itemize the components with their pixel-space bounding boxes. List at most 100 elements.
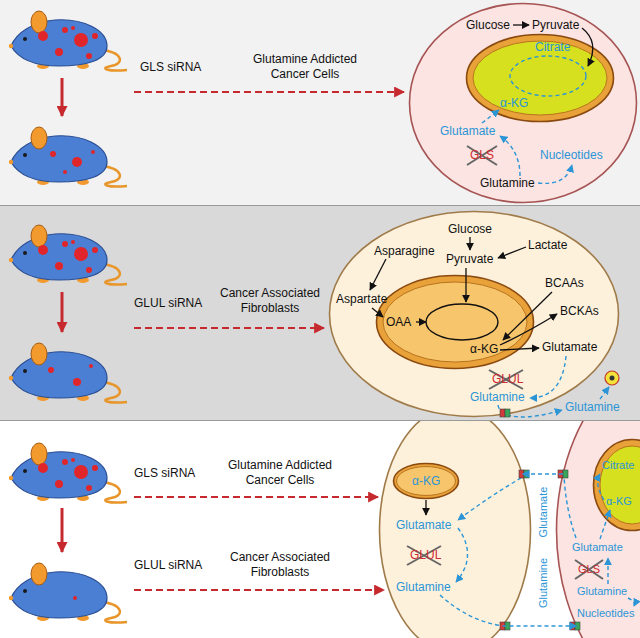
enzyme-label: GLS bbox=[578, 562, 600, 576]
tumor-spot bbox=[86, 53, 92, 59]
glutamine-flux-arrow bbox=[600, 387, 609, 399]
cell-type-label: Glutamine Addicted Cancer Cells bbox=[240, 52, 370, 82]
tumor-spot bbox=[86, 267, 92, 273]
glutamine-flux-arrow bbox=[498, 405, 562, 417]
fibroblast-cell: GlutamateGLULGlutamineα-KG bbox=[378, 420, 532, 638]
metabolite-label: α-KG bbox=[470, 342, 498, 357]
metabolite-label: Glutamine bbox=[577, 584, 627, 598]
enzyme-label: GLS bbox=[470, 148, 494, 163]
treatment-label: GLS siRNA bbox=[140, 60, 201, 75]
transporter bbox=[570, 622, 575, 630]
mitochondrial-matrix bbox=[383, 282, 527, 362]
reaction-arrow bbox=[469, 237, 470, 250]
neighbour-cell-dot bbox=[610, 376, 615, 381]
tumor-spot bbox=[73, 596, 77, 600]
treatment-label: GLUL siRNA bbox=[134, 558, 202, 573]
reaction-arrow bbox=[372, 308, 383, 317]
tumor-spot bbox=[63, 170, 67, 174]
tumor-spot bbox=[71, 26, 75, 30]
metabolite-label: Glutamine bbox=[470, 390, 525, 405]
metabolite-label: Pyruvate bbox=[446, 252, 493, 267]
mitochondrial-matrix bbox=[600, 446, 640, 524]
glutamine-flux-line bbox=[564, 476, 576, 538]
metabolite-label: BCAAs bbox=[545, 276, 584, 291]
glutamine-flux-arrow bbox=[500, 136, 520, 176]
targeting-arrow bbox=[134, 589, 384, 591]
tumor-spot bbox=[62, 27, 68, 33]
tumor-spot bbox=[55, 48, 63, 56]
reaction-arrow bbox=[498, 247, 526, 258]
cancer-cell: GlucosePyruvateGlutamateGLSGlutamineNucl… bbox=[408, 2, 638, 204]
metabolite-label: Nucleotides bbox=[577, 606, 634, 620]
tumor-spot bbox=[74, 247, 88, 261]
metabolite-label: BCKAs bbox=[560, 304, 599, 319]
treatment-label: GLUL siRNA bbox=[134, 296, 202, 311]
metabolite-label: Glutamine bbox=[565, 400, 620, 415]
metabolite-label: Lactate bbox=[528, 238, 567, 253]
treatment-label: GLS siRNA bbox=[134, 466, 195, 481]
panel-divider bbox=[0, 420, 640, 421]
mouse-figure bbox=[9, 225, 127, 285]
edge-label: Glutamine bbox=[536, 558, 550, 608]
glutamine-flux-arrow bbox=[607, 558, 608, 584]
inhibition-cross bbox=[575, 560, 603, 579]
tumor-spot bbox=[38, 463, 48, 473]
mitochondrion: OAA α-KG bbox=[375, 274, 535, 370]
tumor-spot bbox=[55, 480, 63, 488]
inhibition-cross bbox=[489, 370, 523, 389]
panel-divider bbox=[0, 206, 640, 421]
tumor-spot bbox=[62, 241, 68, 247]
panel-band: GLS siRNA Glutamine Addicted Cancer Cells… bbox=[0, 0, 640, 205]
tumor-spot bbox=[74, 33, 88, 47]
neighbour-cell-dot bbox=[605, 371, 619, 385]
cell-type-label: Glutamine Addicted Cancer Cells bbox=[215, 458, 345, 488]
tumor-spot bbox=[91, 150, 95, 154]
mouse-figure bbox=[9, 563, 127, 623]
inhibition-cross bbox=[407, 146, 603, 579]
tca-cycle bbox=[426, 304, 498, 340]
tca-cycle bbox=[426, 56, 586, 340]
reaction-arrow bbox=[416, 321, 426, 322]
transporter bbox=[519, 470, 524, 478]
tumor-spot bbox=[92, 33, 98, 39]
neighbour-cell-dot bbox=[605, 371, 619, 385]
metabolite-label: Glutamine bbox=[396, 580, 451, 595]
reaction-arrow bbox=[513, 24, 529, 25]
reaction-arrow bbox=[500, 314, 557, 345]
treatment-arrow bbox=[61, 78, 64, 116]
reaction-arrow bbox=[503, 292, 552, 340]
glutamine-flux-line bbox=[440, 476, 576, 626]
glutamine-flux-arrow bbox=[598, 474, 604, 500]
tumor-spot bbox=[38, 26, 98, 600]
targeting-arrow bbox=[134, 92, 404, 590]
enzyme-label: GLUL bbox=[410, 548, 441, 563]
tumor-spot bbox=[89, 364, 93, 368]
treatment-arrow bbox=[61, 78, 64, 552]
glutamine-flux-arrow bbox=[538, 165, 572, 183]
metabolite-label: Aspartate bbox=[336, 292, 387, 307]
glutamine-flux-arrow bbox=[600, 510, 610, 539]
tumor-spot bbox=[92, 465, 98, 471]
metabolite-label: Citrate bbox=[535, 40, 570, 55]
tca-cycle bbox=[510, 56, 586, 96]
reaction-arrow bbox=[370, 259, 386, 290]
metabolite-label: Asparagine bbox=[374, 244, 435, 259]
metabolite-label: α-KG bbox=[412, 474, 440, 489]
tumor-spot bbox=[86, 485, 92, 491]
metabolite-label: Citrate bbox=[602, 458, 634, 472]
metabolite-label: OAA bbox=[386, 315, 411, 330]
transporter bbox=[558, 470, 563, 478]
panel-band: GLUL siRNACancer Associated FibroblastsG… bbox=[0, 205, 640, 420]
enzyme-label: GLUL bbox=[492, 372, 523, 387]
transporter bbox=[505, 622, 510, 630]
metabolite-label: Glucose bbox=[466, 18, 510, 33]
metabolite-label: Glutamine bbox=[480, 176, 535, 191]
targeting-arrow bbox=[134, 496, 378, 498]
tumor-spot bbox=[38, 245, 48, 255]
inhibition-cross bbox=[407, 546, 441, 565]
cell-membrane bbox=[330, 212, 619, 417]
